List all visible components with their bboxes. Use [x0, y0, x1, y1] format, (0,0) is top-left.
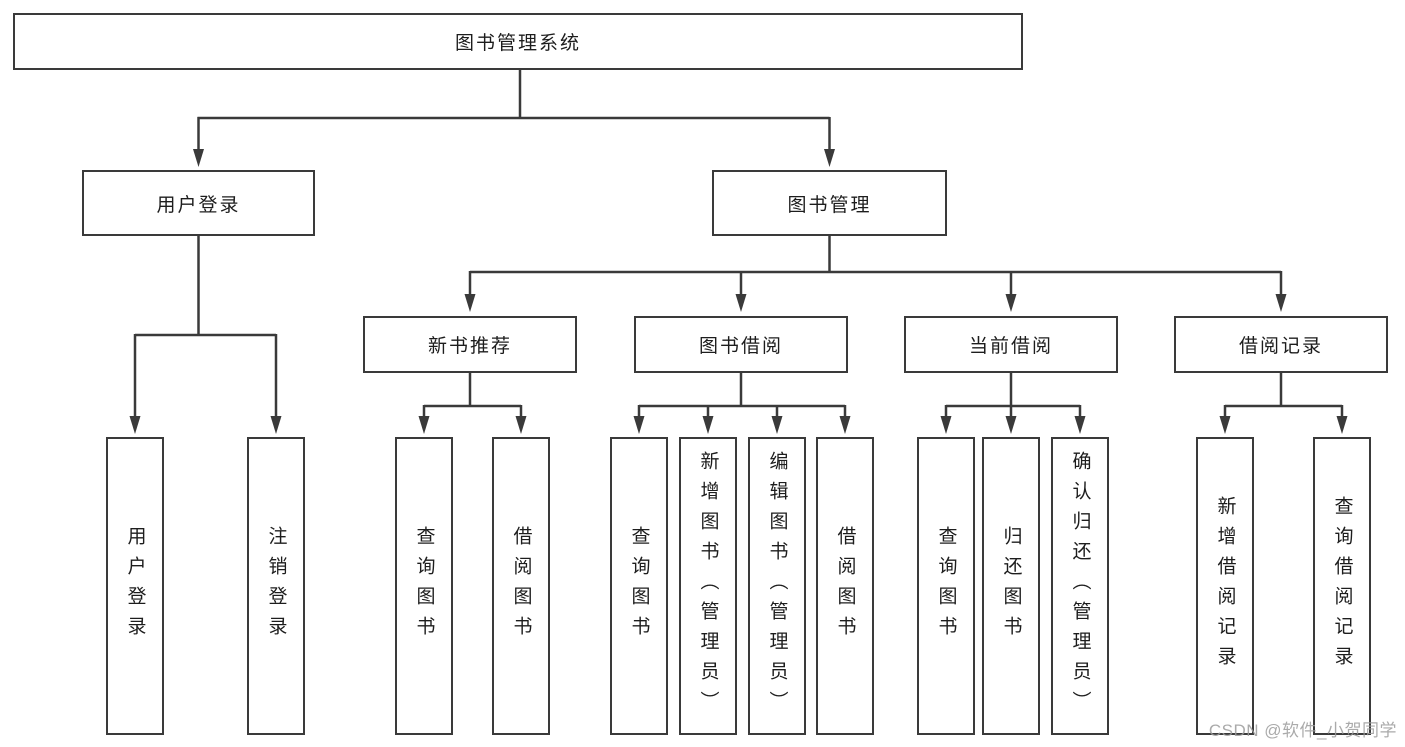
- leaf-borrowing-query-books-label: 查询图书: [628, 526, 650, 646]
- leaf-borrow-books-label: 借阅图书: [834, 526, 856, 646]
- leaf-add-books-admin-label: 新增图书（管理员）: [697, 451, 719, 721]
- arrowhead-icon: [633, 416, 645, 434]
- csdn-watermark: CSDN @软件_小贺同学: [1208, 721, 1397, 740]
- leaf-logout: 注销登录: [247, 437, 305, 735]
- leaf-logout-label: 注销登录: [265, 526, 287, 646]
- leaf-confirm-return-admin: 确认归还（管理员）: [1051, 437, 1109, 735]
- node-user-login: 用户登录: [82, 170, 315, 236]
- node-borrowing-records: 借阅记录: [1174, 316, 1388, 373]
- leaf-newbook-query-books-label: 查询图书: [413, 526, 435, 646]
- arrowhead-icon: [1219, 416, 1231, 434]
- node-new-book-recommendation: 新书推荐: [363, 316, 577, 373]
- leaf-newbook-query-books: 查询图书: [395, 437, 453, 735]
- leaf-edit-books-admin-label: 编辑图书（管理员）: [766, 451, 788, 721]
- arrowhead-icon: [1005, 294, 1017, 312]
- arrowhead-icon: [824, 149, 835, 167]
- arrowhead-icon: [1336, 416, 1348, 434]
- arrowhead-icon: [418, 416, 430, 434]
- arrowhead-icon: [940, 416, 952, 434]
- leaf-edit-books-admin: 编辑图书（管理员）: [748, 437, 806, 735]
- node-current-borrowing: 当前借阅: [904, 316, 1118, 373]
- leaf-borrowing-query-books: 查询图书: [610, 437, 668, 735]
- leaf-borrow-books: 借阅图书: [816, 437, 874, 735]
- leaf-add-books-admin: 新增图书（管理员）: [679, 437, 737, 735]
- arrowhead-icon: [771, 416, 783, 434]
- leaf-newbook-borrow-books: 借阅图书: [492, 437, 550, 735]
- node-book-management-label: 图书管理: [787, 194, 872, 216]
- leaf-query-borrow-record-label: 查询借阅记录: [1331, 496, 1353, 676]
- arrowhead-icon: [735, 294, 747, 312]
- leaf-user-login: 用户登录: [106, 437, 164, 735]
- node-root-label: 图书管理系统: [454, 33, 581, 54]
- node-book-management: 图书管理: [712, 170, 947, 236]
- arrowhead-group: [129, 149, 1348, 434]
- arrowhead-icon: [702, 416, 714, 434]
- arrowhead-icon: [515, 416, 527, 434]
- leaf-user-login-label: 用户登录: [124, 526, 146, 646]
- node-book-borrowing-label: 图书借阅: [698, 336, 783, 357]
- leaf-current-query-books-label: 查询图书: [935, 526, 957, 646]
- leaf-query-borrow-record: 查询借阅记录: [1313, 437, 1371, 735]
- leaf-add-borrow-record-label: 新增借阅记录: [1214, 496, 1236, 676]
- leaf-current-query-books: 查询图书: [917, 437, 975, 735]
- arrowhead-icon: [270, 416, 282, 434]
- arrowhead-icon: [1275, 294, 1287, 312]
- leaf-return-books-label: 归还图书: [1000, 526, 1022, 646]
- arrowhead-icon: [1005, 416, 1017, 434]
- leaf-confirm-return-admin-label: 确认归还（管理员）: [1069, 451, 1091, 721]
- leaf-add-borrow-record: 新增借阅记录: [1196, 437, 1254, 735]
- arrowhead-icon: [193, 149, 204, 167]
- node-borrowing-records-label: 借阅记录: [1238, 336, 1323, 357]
- arrowhead-icon: [1074, 416, 1086, 434]
- node-root: 图书管理系统: [13, 13, 1023, 70]
- arrowhead-icon: [464, 294, 476, 312]
- arrowhead-icon: [129, 416, 141, 434]
- node-user-login-label: 用户登录: [156, 194, 241, 216]
- node-new-book-recommendation-label: 新书推荐: [427, 336, 512, 357]
- node-book-borrowing: 图书借阅: [634, 316, 848, 373]
- arrowhead-icon: [839, 416, 851, 434]
- leaf-return-books: 归还图书: [982, 437, 1040, 735]
- node-current-borrowing-label: 当前借阅: [968, 336, 1053, 357]
- leaf-newbook-borrow-books-label: 借阅图书: [510, 526, 532, 646]
